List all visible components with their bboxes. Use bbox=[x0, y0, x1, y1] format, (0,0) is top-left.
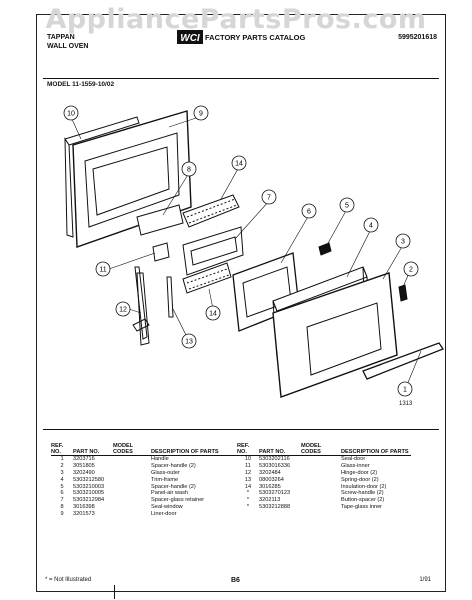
header-rule bbox=[43, 78, 439, 79]
header-ref-no: REF. NO. bbox=[51, 443, 73, 457]
callout-2: 2 bbox=[403, 261, 419, 277]
table-row: 1 3203716 Handle 10 5303202116 Seal-door bbox=[60, 456, 366, 463]
seal-door-part bbox=[64, 116, 140, 238]
insulation-upper-part bbox=[182, 194, 240, 228]
svg-text:9: 9 bbox=[199, 111, 203, 118]
callout-14-lower: 14 bbox=[205, 305, 221, 321]
svg-text:1: 1 bbox=[403, 387, 407, 394]
page-number: B6 bbox=[231, 577, 240, 584]
brand-block: TAPPAN WALL OVEN bbox=[47, 33, 88, 51]
svg-text:12: 12 bbox=[119, 307, 127, 314]
glass-outer-part bbox=[272, 272, 398, 398]
svg-text:14: 14 bbox=[209, 311, 217, 318]
svg-text:8: 8 bbox=[187, 167, 191, 174]
svg-text:3: 3 bbox=[401, 239, 405, 246]
svg-text:WCI: WCI bbox=[180, 33, 200, 44]
document-number: 5995201618 bbox=[398, 34, 437, 41]
catalog-title: FACTORY PARTS CATALOG bbox=[205, 33, 306, 42]
table-row: 6 5303210005 Panel-air wash * 5303270123… bbox=[60, 490, 384, 497]
glass-inner-part bbox=[152, 242, 170, 262]
callout-1: 1 bbox=[397, 381, 413, 397]
callout-10: 10 bbox=[63, 105, 79, 121]
svg-text:4: 4 bbox=[369, 223, 373, 230]
figure-number: 1313 bbox=[399, 401, 413, 407]
table-row: 7 5303212984 Spacer-glass retainer * 320… bbox=[60, 497, 385, 504]
svg-text:11: 11 bbox=[99, 267, 106, 274]
hinge-door-part bbox=[132, 266, 150, 346]
table-row: 3 3202490 Glass-outer 12 3202484 Hinge-d… bbox=[60, 470, 378, 476]
table-header-row: REF. NO. PART NO. MODEL CODES DESCRIPTIO… bbox=[51, 443, 411, 457]
not-illustrated-note: * = Not Illustrated bbox=[45, 577, 92, 583]
brand-name: TAPPAN bbox=[47, 34, 75, 41]
svg-text:6: 6 bbox=[307, 209, 311, 216]
header-part-no: PART NO. bbox=[73, 443, 113, 457]
spring-door-part bbox=[166, 276, 174, 318]
svg-text:13: 13 bbox=[185, 339, 193, 346]
callout-5: 5 bbox=[339, 197, 355, 213]
margin-tick bbox=[114, 585, 115, 599]
callout-6: 6 bbox=[301, 203, 317, 219]
seal-window-part bbox=[136, 204, 184, 236]
wci-logo: WCI bbox=[177, 30, 203, 44]
table-row: 8 3016398 Seal-window * 5303212888 Tape-… bbox=[60, 503, 383, 510]
callout-13: 13 bbox=[181, 333, 197, 349]
svg-text:10: 10 bbox=[67, 111, 75, 118]
callout-7: 7 bbox=[261, 189, 277, 205]
callout-11: 11 bbox=[95, 261, 111, 277]
svg-text:5: 5 bbox=[345, 203, 349, 210]
exploded-door-diagram: 10 9 8 14 7 6 5 4 3 2 1 11 12 13 14 bbox=[63, 105, 444, 398]
table-row: 5 5303210003 Spacer-handle (2) 14 301628… bbox=[60, 483, 387, 490]
callout-labels: 10 9 8 14 7 6 5 4 3 2 1 11 12 13 14 bbox=[63, 105, 419, 397]
model-number: MODEL 11-1559-10/02 bbox=[47, 81, 115, 88]
svg-text:7: 7 bbox=[267, 195, 271, 202]
parts-catalog-sheet: TAPPAN WALL OVEN WCI FACTORY PARTS CATAL… bbox=[36, 14, 446, 599]
product-line: WALL OVEN bbox=[47, 43, 89, 50]
callout-9: 9 bbox=[193, 105, 209, 121]
header-model-codes: MODEL CODES bbox=[113, 443, 151, 457]
header-ref-no-2: REF. NO. bbox=[237, 443, 259, 457]
parts-table: REF. NO. PART NO. MODEL CODES DESCRIPTIO… bbox=[51, 443, 411, 518]
callout-14-upper: 14 bbox=[231, 155, 247, 171]
callout-8: 8 bbox=[181, 161, 197, 177]
table-row: 9 3201573 Liner-door bbox=[60, 510, 177, 517]
callout-3: 3 bbox=[395, 233, 411, 249]
spacer-handle-small-part bbox=[398, 284, 408, 302]
header-description-2: DESCRIPTION OF PARTS bbox=[341, 443, 411, 457]
catalog-date: 1/91 bbox=[419, 577, 431, 583]
table-row: 2 3051805 Spacer-handle (2) 11 530301633… bbox=[60, 463, 370, 470]
svg-text:2: 2 bbox=[409, 267, 413, 274]
insulation-lower-part bbox=[182, 262, 232, 294]
callout-12: 12 bbox=[115, 301, 131, 317]
table-top-rule bbox=[43, 429, 439, 430]
svg-text:14: 14 bbox=[235, 161, 243, 168]
header-part-no-2: PART NO. bbox=[259, 443, 301, 457]
table-row: 4 5303212580 Trim-frame 13 08003264 Spri… bbox=[60, 476, 379, 483]
callout-4: 4 bbox=[363, 217, 379, 233]
header-model-codes-2: MODEL CODES bbox=[301, 443, 341, 457]
spacer-handle-part bbox=[318, 242, 332, 256]
handle-part bbox=[362, 342, 444, 380]
header-description: DESCRIPTION OF PARTS bbox=[151, 443, 229, 457]
